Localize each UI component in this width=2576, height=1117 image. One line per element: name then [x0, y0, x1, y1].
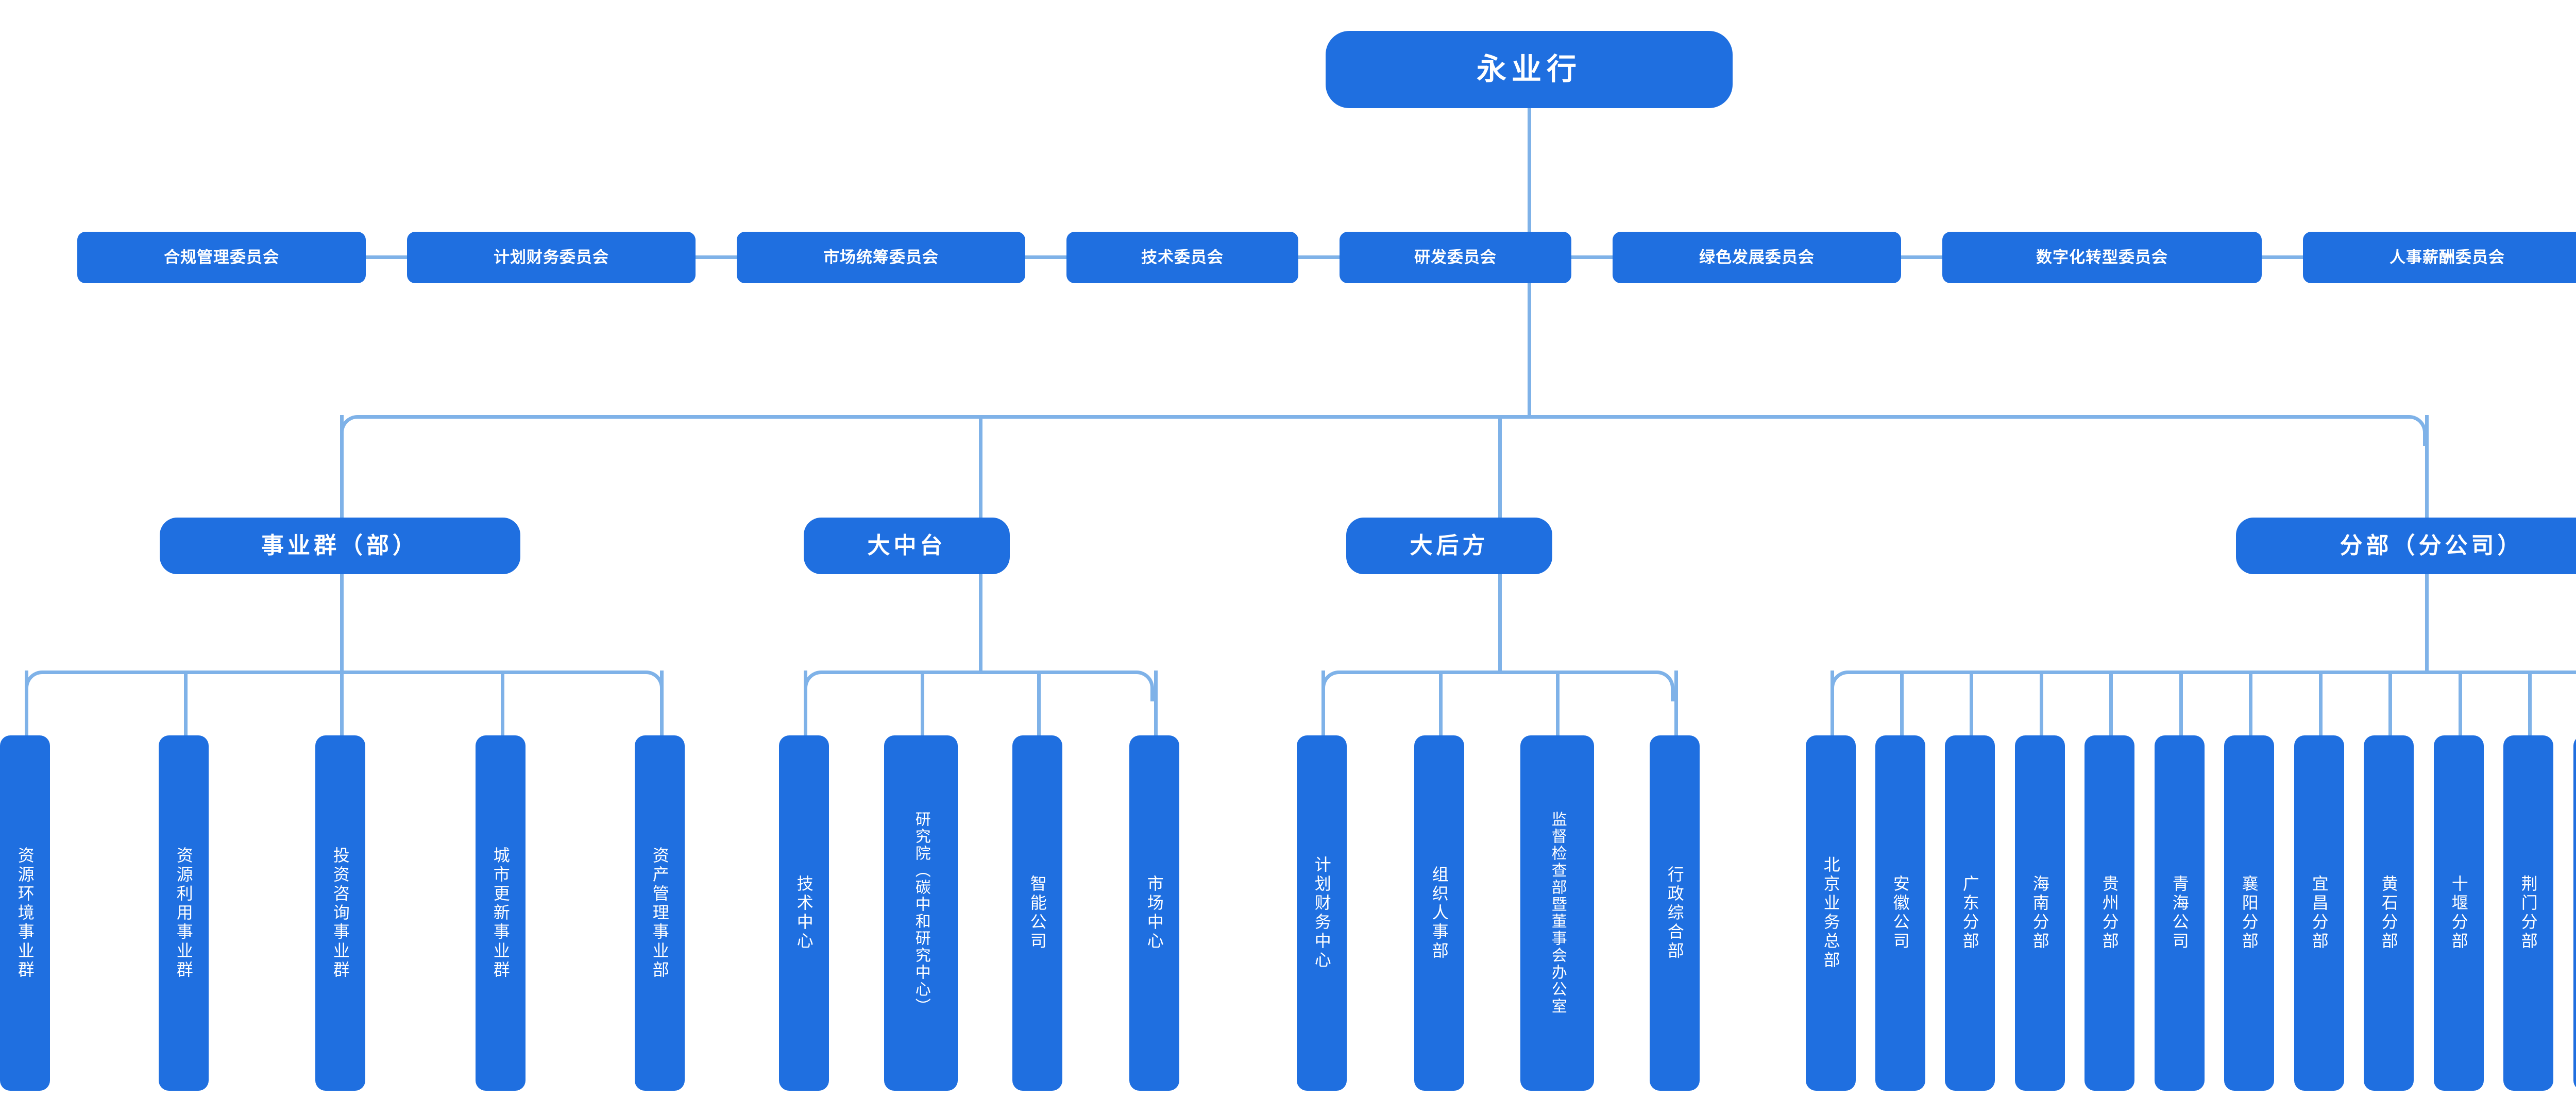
division-node-3[interactable]: 大后方 — [1346, 518, 1552, 574]
leaf-node-g4-1[interactable]: 北京业务总部 — [1806, 735, 1856, 1091]
leaf-node-g4-9[interactable]: 黄石分部 — [2364, 735, 2414, 1091]
connector-drop-g3-4 — [1674, 671, 1678, 743]
connector-drop-g4-9 — [2388, 671, 2392, 743]
division-node-4[interactable]: 分部（分公司） — [2236, 518, 2576, 574]
connector-committee-7-8 — [2262, 255, 2303, 259]
connector-committee-2-3 — [696, 255, 737, 259]
connector-bus-group-1 — [25, 671, 664, 701]
connector-drop-division-1 — [340, 415, 344, 518]
connector-drop-g1-2 — [184, 671, 188, 743]
leaf-node-g2-1[interactable]: 技术中心 — [779, 735, 829, 1091]
connector-drop-g1-3 — [340, 671, 344, 743]
leaf-node-g3-1[interactable]: 计划财务中心 — [1297, 735, 1347, 1091]
connector-stem-division-2 — [979, 574, 982, 672]
connector-committee-4-5 — [1298, 255, 1340, 259]
connector-trunk-to-divisions — [1528, 283, 1531, 417]
connector-stem-division-1 — [340, 574, 344, 672]
root-node[interactable]: 永业行 — [1326, 31, 1733, 108]
connector-drop-g1-4 — [501, 671, 504, 743]
leaf-node-g1-3[interactable]: 投资咨询事业群 — [315, 735, 365, 1091]
leaf-node-g2-3[interactable]: 智能公司 — [1012, 735, 1062, 1091]
connector-drop-g2-1 — [804, 671, 807, 743]
committee-node-3[interactable]: 市场统筹委员会 — [737, 232, 1025, 283]
committee-node-5[interactable]: 研发委员会 — [1340, 232, 1571, 283]
leaf-node-g1-5[interactable]: 资产管理事业部 — [635, 735, 685, 1091]
connector-drop-g4-3 — [1970, 671, 1973, 743]
leaf-node-g1-1[interactable]: 资源环境事业群 — [0, 735, 50, 1091]
connector-committee-6-7 — [1901, 255, 1942, 259]
connector-drop-g3-1 — [1321, 671, 1325, 743]
leaf-node-g3-4[interactable]: 行政综合部 — [1650, 735, 1700, 1091]
connector-drop-g4-8 — [2319, 671, 2323, 743]
connector-committee-5-6 — [1571, 255, 1613, 259]
leaf-node-g4-11[interactable]: 荆门分部 — [2503, 735, 2553, 1091]
leaf-node-g4-4[interactable]: 海南分部 — [2015, 735, 2065, 1091]
connector-drop-g1-1 — [25, 671, 28, 743]
connector-root-trunk — [1528, 108, 1531, 257]
connector-stem-division-3 — [1498, 574, 1502, 672]
committee-node-8[interactable]: 人事薪酬委员会 — [2303, 232, 2576, 283]
leaf-node-g4-12[interactable]: 鄂州分部 — [2573, 735, 2576, 1091]
division-node-1[interactable]: 事业群（部） — [160, 518, 520, 574]
connector-drop-g4-1 — [1831, 671, 1834, 743]
connector-committee-1-2 — [366, 255, 407, 259]
connector-stem-division-4 — [2425, 574, 2429, 672]
division-node-2[interactable]: 大中台 — [804, 518, 1010, 574]
connector-drop-g3-2 — [1439, 671, 1443, 743]
leaf-node-g4-3[interactable]: 广东分部 — [1945, 735, 1995, 1091]
committee-node-4[interactable]: 技术委员会 — [1066, 232, 1298, 283]
connector-drop-division-2 — [979, 415, 982, 518]
committee-node-2[interactable]: 计划财务委员会 — [407, 232, 696, 283]
connector-drop-g4-11 — [2528, 671, 2532, 743]
connector-drop-g4-7 — [2249, 671, 2252, 743]
connector-drop-g3-3 — [1556, 671, 1560, 743]
committee-node-7[interactable]: 数字化转型委员会 — [1942, 232, 2262, 283]
connector-drop-g2-4 — [1154, 671, 1158, 743]
leaf-node-g3-3[interactable]: 监督检查部暨董事会办公室 — [1520, 735, 1594, 1091]
leaf-node-g2-2[interactable]: 研究院（碳中和研究中心） — [884, 735, 958, 1091]
committee-node-6[interactable]: 绿色发展委员会 — [1613, 232, 1901, 283]
connector-bus-group-2 — [804, 671, 1154, 701]
leaf-node-g4-5[interactable]: 贵州分部 — [2084, 735, 2134, 1091]
connector-drop-g2-2 — [921, 671, 924, 743]
connector-drop-g4-6 — [2179, 671, 2183, 743]
connector-bus-group-3 — [1321, 671, 1674, 701]
leaf-node-g2-4[interactable]: 市场中心 — [1129, 735, 1179, 1091]
connector-drop-g4-5 — [2109, 671, 2113, 743]
connector-drop-division-4 — [2425, 415, 2429, 518]
leaf-node-g1-2[interactable]: 资源利用事业群 — [159, 735, 209, 1091]
committee-node-1[interactable]: 合规管理委员会 — [77, 232, 366, 283]
leaf-node-g4-2[interactable]: 安徽公司 — [1875, 735, 1925, 1091]
connector-drop-g1-5 — [660, 671, 664, 743]
connector-committee-3-4 — [1025, 255, 1066, 259]
leaf-node-g1-4[interactable]: 城市更新事业群 — [476, 735, 526, 1091]
leaf-node-g4-6[interactable]: 青海公司 — [2155, 735, 2205, 1091]
connector-drop-g4-2 — [1900, 671, 1904, 743]
connector-drop-division-3 — [1498, 415, 1502, 518]
connector-bus-divisions — [340, 415, 2427, 446]
leaf-node-g3-2[interactable]: 组织人事部 — [1414, 735, 1464, 1091]
connector-bus-group-4 — [1831, 671, 2576, 701]
connector-drop-g4-4 — [2040, 671, 2043, 743]
leaf-node-g4-7[interactable]: 襄阳分部 — [2224, 735, 2274, 1091]
connector-drop-g2-3 — [1037, 671, 1041, 743]
leaf-node-g4-8[interactable]: 宜昌分部 — [2294, 735, 2344, 1091]
leaf-node-g4-10[interactable]: 十堰分部 — [2434, 735, 2484, 1091]
connector-drop-g4-10 — [2459, 671, 2462, 743]
